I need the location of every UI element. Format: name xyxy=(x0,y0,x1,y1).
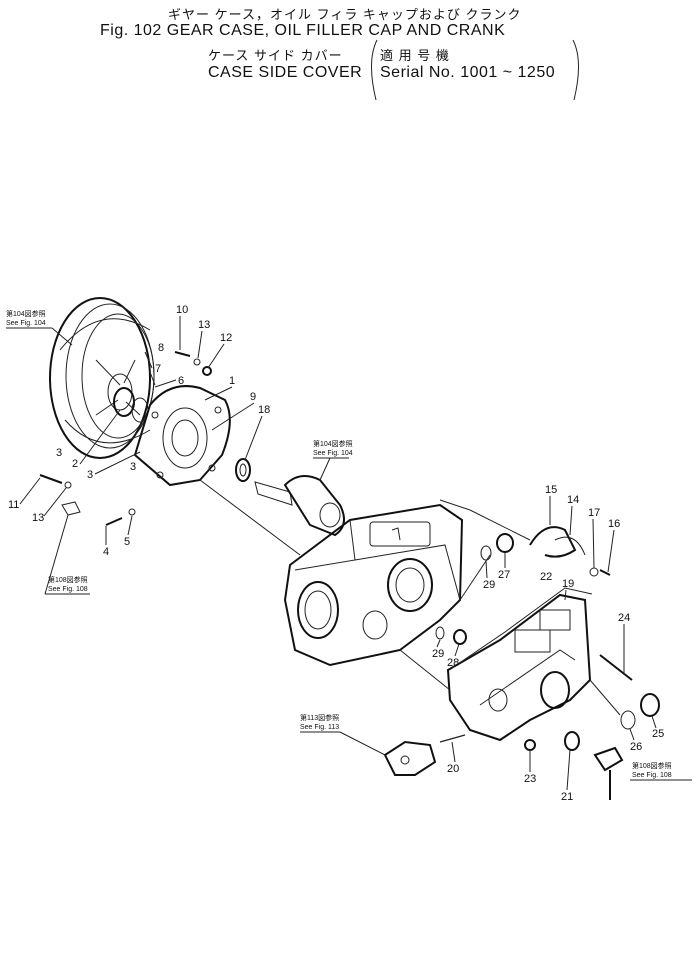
callout-13a: 13 xyxy=(198,319,210,331)
callout-24: 24 xyxy=(618,612,630,624)
title-applicable-models: 適 用 号 機 xyxy=(380,48,450,63)
spring-pin-7-8 xyxy=(144,351,156,386)
left-paren xyxy=(371,39,378,100)
callout-4: 4 xyxy=(103,546,109,558)
bolt-16 xyxy=(599,569,611,576)
reference-fig104-pulley-en: See Fig. 104 xyxy=(6,320,46,327)
callout-18: 18 xyxy=(258,404,270,416)
bolt-10 xyxy=(174,351,191,357)
callout-27: 27 xyxy=(498,569,510,581)
governor-lever xyxy=(383,740,437,776)
reference-fig108-lock-en: See Fig. 108 xyxy=(48,586,88,593)
plug-23 xyxy=(524,739,536,751)
callout-5: 5 xyxy=(124,536,130,548)
bearing-housing xyxy=(133,385,231,487)
reference-fig108-crank-handle: 第108図参照 See Fig. 108 xyxy=(630,761,692,781)
washer-13a xyxy=(193,358,201,366)
callout-8: 8 xyxy=(158,342,164,354)
callout-7: 7 xyxy=(155,363,161,375)
washer-13b xyxy=(64,481,72,489)
callout-19: 19 xyxy=(562,578,574,590)
callout-16: 16 xyxy=(608,518,620,530)
bolt-24 xyxy=(599,654,633,681)
nut-12 xyxy=(202,366,212,376)
callout-28: 28 xyxy=(447,657,459,669)
washer-17 xyxy=(589,567,599,577)
crank-shaft xyxy=(254,475,345,537)
oil-seal-18 xyxy=(235,458,251,482)
callout-11: 11 xyxy=(8,499,19,511)
plug-28 xyxy=(453,629,467,645)
callout-10: 10 xyxy=(176,304,188,316)
callout-23: 23 xyxy=(524,773,536,785)
plug-27 xyxy=(496,533,514,553)
reference-fig104-crank-jp: 第104図参照 xyxy=(313,439,353,448)
callout-29b: 29 xyxy=(432,648,444,660)
title-serial-range: Serial No. 1001 ~ 1250 xyxy=(380,64,556,81)
callout-21: 21 xyxy=(561,791,573,803)
bolt-11 xyxy=(39,474,63,484)
callout-17: 17 xyxy=(588,507,600,519)
callout-9: 9 xyxy=(250,391,256,403)
callout-3b: 3 xyxy=(87,469,93,481)
callout-29a: 29 xyxy=(483,579,495,591)
callout-1: 1 xyxy=(229,375,235,387)
callout-14: 14 xyxy=(567,494,579,506)
filler-cap-25 xyxy=(640,693,660,717)
reference-fig113-governor-jp: 第113図参照 xyxy=(300,713,339,722)
callout-2: 2 xyxy=(72,458,78,470)
washer-5 xyxy=(128,508,136,516)
callout-15: 15 xyxy=(545,484,557,496)
crank-handle xyxy=(593,746,624,800)
o-ring-29a xyxy=(480,545,492,561)
reference-fig104-crank-en: See Fig. 104 xyxy=(313,450,353,457)
bracket-15 xyxy=(529,526,586,558)
callout-25: 25 xyxy=(652,728,664,740)
title-parentheses xyxy=(371,39,579,100)
title-japanese-line3: ケース サイド カバー xyxy=(208,48,343,63)
case-side-cover xyxy=(446,587,593,742)
callout-3a: 3 xyxy=(56,447,62,459)
assembly-leader-lines xyxy=(199,479,621,716)
callout-22: 22 xyxy=(540,571,552,583)
title-japanese-line1: ギヤー ケース，オイル フィラ キャップおよび クランク xyxy=(168,7,522,22)
title-figure-heading: Fig. 102 GEAR CASE, OIL FILLER CAP AND C… xyxy=(100,22,506,39)
right-paren xyxy=(572,39,579,100)
reference-fig108-crank-handle-jp: 第108図参照 xyxy=(632,761,672,770)
title-case-side-cover: CASE SIDE COVER xyxy=(208,64,363,81)
reference-fig108-lock: 第108図参照 See Fig. 108 xyxy=(44,514,90,595)
pin-20 xyxy=(439,734,466,743)
reference-fig104-pulley-jp: 第104図参照 xyxy=(6,309,46,318)
reference-fig113-governor: 第113図参照 See Fig. 113 xyxy=(300,713,386,756)
callout-13b: 13 xyxy=(32,512,44,524)
gear-case xyxy=(283,503,464,667)
reference-fig104-crank: 第104図参照 See Fig. 104 xyxy=(313,439,353,481)
callout-20: 20 xyxy=(447,763,459,775)
callout-12: 12 xyxy=(220,332,232,344)
part-number-callouts: 10 13 12 8 7 6 1 9 18 3 2 3 3 11 13 4 5 … xyxy=(8,304,664,803)
reference-fig108-crank-handle-en: See Fig. 108 xyxy=(632,772,672,779)
callout-6: 6 xyxy=(178,375,184,387)
bolt-4 xyxy=(105,517,123,526)
callout-26: 26 xyxy=(630,741,642,753)
callout-3c: 3 xyxy=(130,461,136,473)
o-ring-26 xyxy=(620,710,636,730)
o-ring-29b xyxy=(435,626,445,640)
lock-plate-6 xyxy=(61,501,81,516)
reference-fig108-lock-jp: 第108図参照 xyxy=(48,575,88,584)
reference-fig113-governor-en: See Fig. 113 xyxy=(300,724,339,731)
seal-21 xyxy=(564,731,580,751)
reference-fig104-pulley: 第104図参照 See Fig. 104 xyxy=(6,309,73,346)
